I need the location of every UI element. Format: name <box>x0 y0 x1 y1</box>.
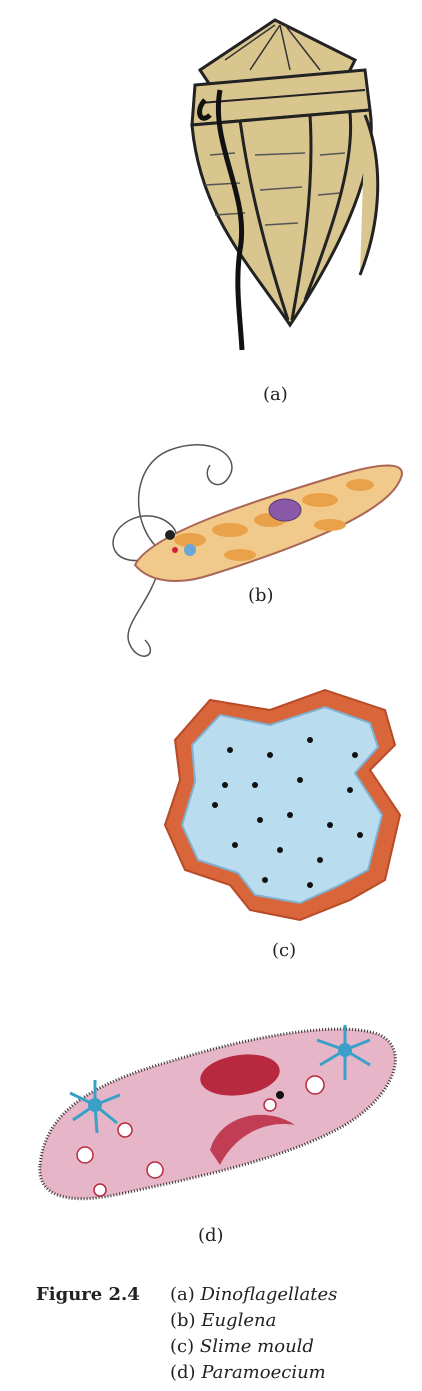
figure-label: Figure 2.4 <box>36 1284 140 1305</box>
dinoflagellate-illustration <box>190 18 380 351</box>
caption-name-d: Paramoecium <box>201 1362 326 1383</box>
label-a: (a) <box>263 384 288 405</box>
figure-caption: Figure 2.4 (a) Dinoflagellates (b) Euglen… <box>36 1282 337 1386</box>
label-b: (b) <box>248 585 274 606</box>
caption-name-b: Euglena <box>201 1310 277 1331</box>
euglena-illustration <box>112 444 403 657</box>
caption-row-d: (d) Paramoecium <box>36 1360 337 1386</box>
caption-name-a: Dinoflagellates <box>200 1284 338 1305</box>
caption-row-b: (b) Euglena <box>36 1308 337 1334</box>
caption-tag-b: (b) <box>170 1310 196 1331</box>
caption-tag-a: (a) <box>170 1284 195 1305</box>
caption-row-a: Figure 2.4 (a) Dinoflagellates <box>36 1282 337 1308</box>
paramoecium-illustration <box>38 1025 397 1201</box>
caption-tag-d: (d) <box>170 1362 196 1383</box>
slime-mould-illustration <box>163 688 402 922</box>
label-c: (c) <box>272 940 297 961</box>
caption-tag-c: (c) <box>170 1336 195 1357</box>
label-d: (d) <box>198 1225 224 1246</box>
caption-row-c: (c) Slime mould <box>36 1334 337 1360</box>
caption-name-c: Slime mould <box>199 1336 314 1357</box>
